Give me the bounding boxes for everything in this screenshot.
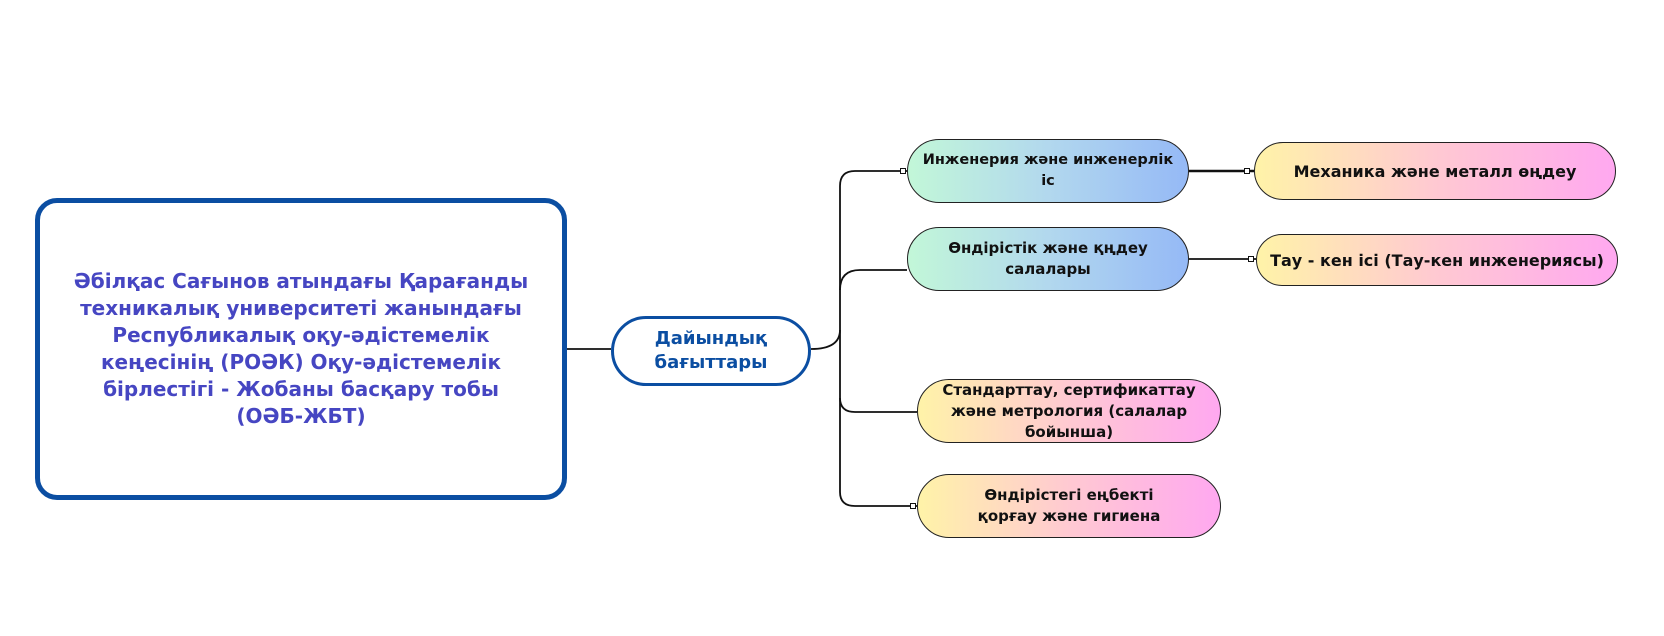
leaf-node-mining[interactable]: Тау - кен ісі (Тау-кен инженериясы) [1256, 234, 1618, 286]
connector-handle[interactable] [1248, 256, 1254, 262]
connector-hub-production [839, 269, 907, 291]
branch-node-engineering-label: Инженерия және инженерлік іс [922, 152, 1174, 189]
branch-node-production-label: Өндірістік және қңдеу салалары [948, 239, 1148, 278]
connector-hub-safety [839, 398, 917, 507]
root-node[interactable]: Әбілқас Сағынов атындағы Қарағанды техни… [35, 198, 567, 500]
branch-node-engineering[interactable]: Инженерия және инженерлік іс [907, 139, 1189, 203]
connector-handle[interactable] [900, 168, 906, 174]
connector-handle[interactable] [1244, 168, 1250, 174]
hub-node-label: Дайындық бағыттары [654, 328, 768, 373]
branch-node-safety[interactable]: Өндірістегі еңбекті қорғау және гигиена [917, 474, 1221, 538]
branch-node-production[interactable]: Өндірістік және қңдеу салалары [907, 227, 1189, 291]
hub-node[interactable]: Дайындық бағыттары [611, 316, 811, 386]
branch-node-safety-label: Өндірістегі еңбекті қорғау және гигиена [977, 486, 1161, 525]
connector-handle[interactable] [910, 503, 916, 509]
leaf-node-mechanics-label: Механика және металл өңдеу [1293, 161, 1577, 181]
leaf-node-mechanics[interactable]: Механика және металл өңдеу [1254, 142, 1616, 200]
branch-node-standards[interactable]: Стандарттау, сертификаттау және метролог… [917, 379, 1221, 443]
leaf-node-mining-label: Тау - кен ісі (Тау-кен инженериясы) [1270, 250, 1604, 270]
connector-hub-engineering [810, 170, 907, 350]
branch-node-standards-label: Стандарттау, сертификаттау және метролог… [942, 380, 1196, 441]
root-node-label: Әбілқас Сағынов атындағы Қарағанды техни… [73, 269, 529, 428]
connector-hub-standards [839, 330, 917, 413]
